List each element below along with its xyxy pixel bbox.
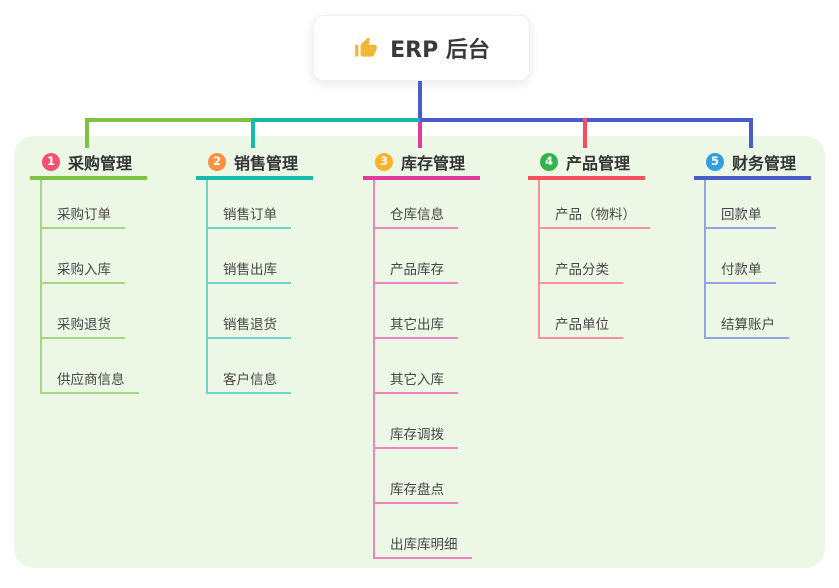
branch-item[interactable]: 其它入库: [373, 339, 458, 394]
branch-item[interactable]: 结算账户: [704, 284, 789, 339]
branches-background-panel: [14, 136, 825, 568]
branch-item-label: 其它入库: [390, 372, 444, 388]
branch-number-badge: 4: [540, 153, 558, 171]
branch-item[interactable]: 出库库明细: [373, 504, 472, 559]
branch-item[interactable]: 产品（物料）: [538, 180, 650, 229]
branch-header-finance[interactable]: 5 财务管理: [694, 148, 811, 180]
branch-item[interactable]: 销售订单: [206, 180, 291, 229]
branch-item[interactable]: 库存调拨: [373, 394, 458, 449]
branch-item[interactable]: 产品库存: [373, 229, 458, 284]
branch-item-label: 其它出库: [390, 317, 444, 333]
branch-item[interactable]: 供应商信息: [40, 339, 139, 394]
branch-title: 财务管理: [732, 154, 797, 173]
branch-header-sales[interactable]: 2 销售管理: [196, 148, 313, 180]
branch-title: 库存管理: [401, 154, 466, 173]
branch-item-label: 库存调拨: [390, 427, 444, 443]
branch-item-label: 结算账户: [721, 317, 775, 333]
trunk-segment-middle: [253, 118, 420, 122]
branch-item-label: 客户信息: [223, 372, 277, 388]
branch-items-product: 产品（物料） 产品分类产品单位: [538, 180, 650, 339]
branch-item[interactable]: 付款单: [704, 229, 776, 284]
drop-line-finance: [749, 118, 753, 148]
branch-header-product[interactable]: 4 产品管理: [528, 148, 645, 180]
branch-item-label: 出库库明细: [390, 537, 458, 553]
branch-item-label: 产品库存: [390, 262, 444, 278]
branch-item[interactable]: 采购退货: [40, 284, 125, 339]
branch-item[interactable]: 其它出库: [373, 284, 458, 339]
branch-item-label: 产品单位: [555, 317, 609, 333]
root-node[interactable]: ERP 后台: [313, 15, 530, 81]
branch-item-label: 销售退货: [223, 317, 277, 333]
drop-line-purchase: [85, 118, 89, 148]
branch-item-label: 供应商信息: [57, 372, 125, 388]
branch-item-label: 产品分类: [555, 262, 609, 278]
root-trunk-line: [418, 81, 422, 120]
branch-item[interactable]: 库存盘点: [373, 449, 458, 504]
branch-items-inventory: 仓库信息产品库存其它出库其它入库库存调拨库存盘点出库库明细: [373, 180, 480, 559]
branch-title: 采购管理: [68, 154, 133, 173]
branch-item-label: 采购退货: [57, 317, 111, 333]
branch-item-label: 产品（物料）: [555, 207, 636, 223]
branch-item-label: 付款单: [721, 262, 762, 278]
branch-item[interactable]: 回款单: [704, 180, 776, 229]
branch-purchase: 1 采购管理 采购订单采购入库采购退货供应商信息: [30, 148, 147, 394]
branch-item-label: 销售出库: [223, 262, 277, 278]
branch-item[interactable]: 产品单位: [538, 284, 623, 339]
branch-item-label: 采购入库: [57, 262, 111, 278]
branch-number-badge: 2: [208, 153, 226, 171]
branch-item[interactable]: 采购订单: [40, 180, 125, 229]
branch-item-label: 销售订单: [223, 207, 277, 223]
branch-item[interactable]: 仓库信息: [373, 180, 458, 229]
branch-header-inventory[interactable]: 3 库存管理: [363, 148, 480, 180]
branch-number-badge: 3: [375, 153, 393, 171]
branch-item[interactable]: 产品分类: [538, 229, 623, 284]
drop-line-product: [583, 118, 587, 148]
drop-line-inventory: [418, 122, 422, 148]
branch-product: 4 产品管理 产品（物料） 产品分类产品单位: [528, 148, 650, 339]
branch-number-badge: 1: [42, 153, 60, 171]
branch-items-finance: 回款单付款单结算账户: [704, 180, 811, 339]
branch-sales: 2 销售管理 销售订单销售出库销售退货客户信息: [196, 148, 313, 394]
branch-item[interactable]: 客户信息: [206, 339, 291, 394]
drop-line-sales: [251, 118, 255, 148]
branch-inventory: 3 库存管理 仓库信息产品库存其它出库其它入库库存调拨库存盘点出库库明细: [363, 148, 480, 559]
trunk-segment-left: [85, 118, 253, 122]
branch-items-purchase: 采购订单采购入库采购退货供应商信息: [40, 180, 147, 394]
root-title: ERP 后台: [390, 38, 490, 63]
branch-item-label: 库存盘点: [390, 482, 444, 498]
branch-item[interactable]: 采购入库: [40, 229, 125, 284]
branch-item[interactable]: 销售退货: [206, 284, 291, 339]
branch-item[interactable]: 销售出库: [206, 229, 291, 284]
thumbs-up-icon: [353, 35, 379, 61]
branch-items-sales: 销售订单销售出库销售退货客户信息: [206, 180, 313, 394]
branch-item-label: 采购订单: [57, 207, 111, 223]
branch-title: 产品管理: [566, 154, 631, 173]
branch-item-label: 仓库信息: [390, 207, 444, 223]
branch-item-label: 回款单: [721, 207, 762, 223]
branch-header-purchase[interactable]: 1 采购管理: [30, 148, 147, 180]
branch-title: 销售管理: [234, 154, 299, 173]
branch-finance: 5 财务管理 回款单付款单结算账户: [694, 148, 811, 339]
branch-number-badge: 5: [706, 153, 724, 171]
